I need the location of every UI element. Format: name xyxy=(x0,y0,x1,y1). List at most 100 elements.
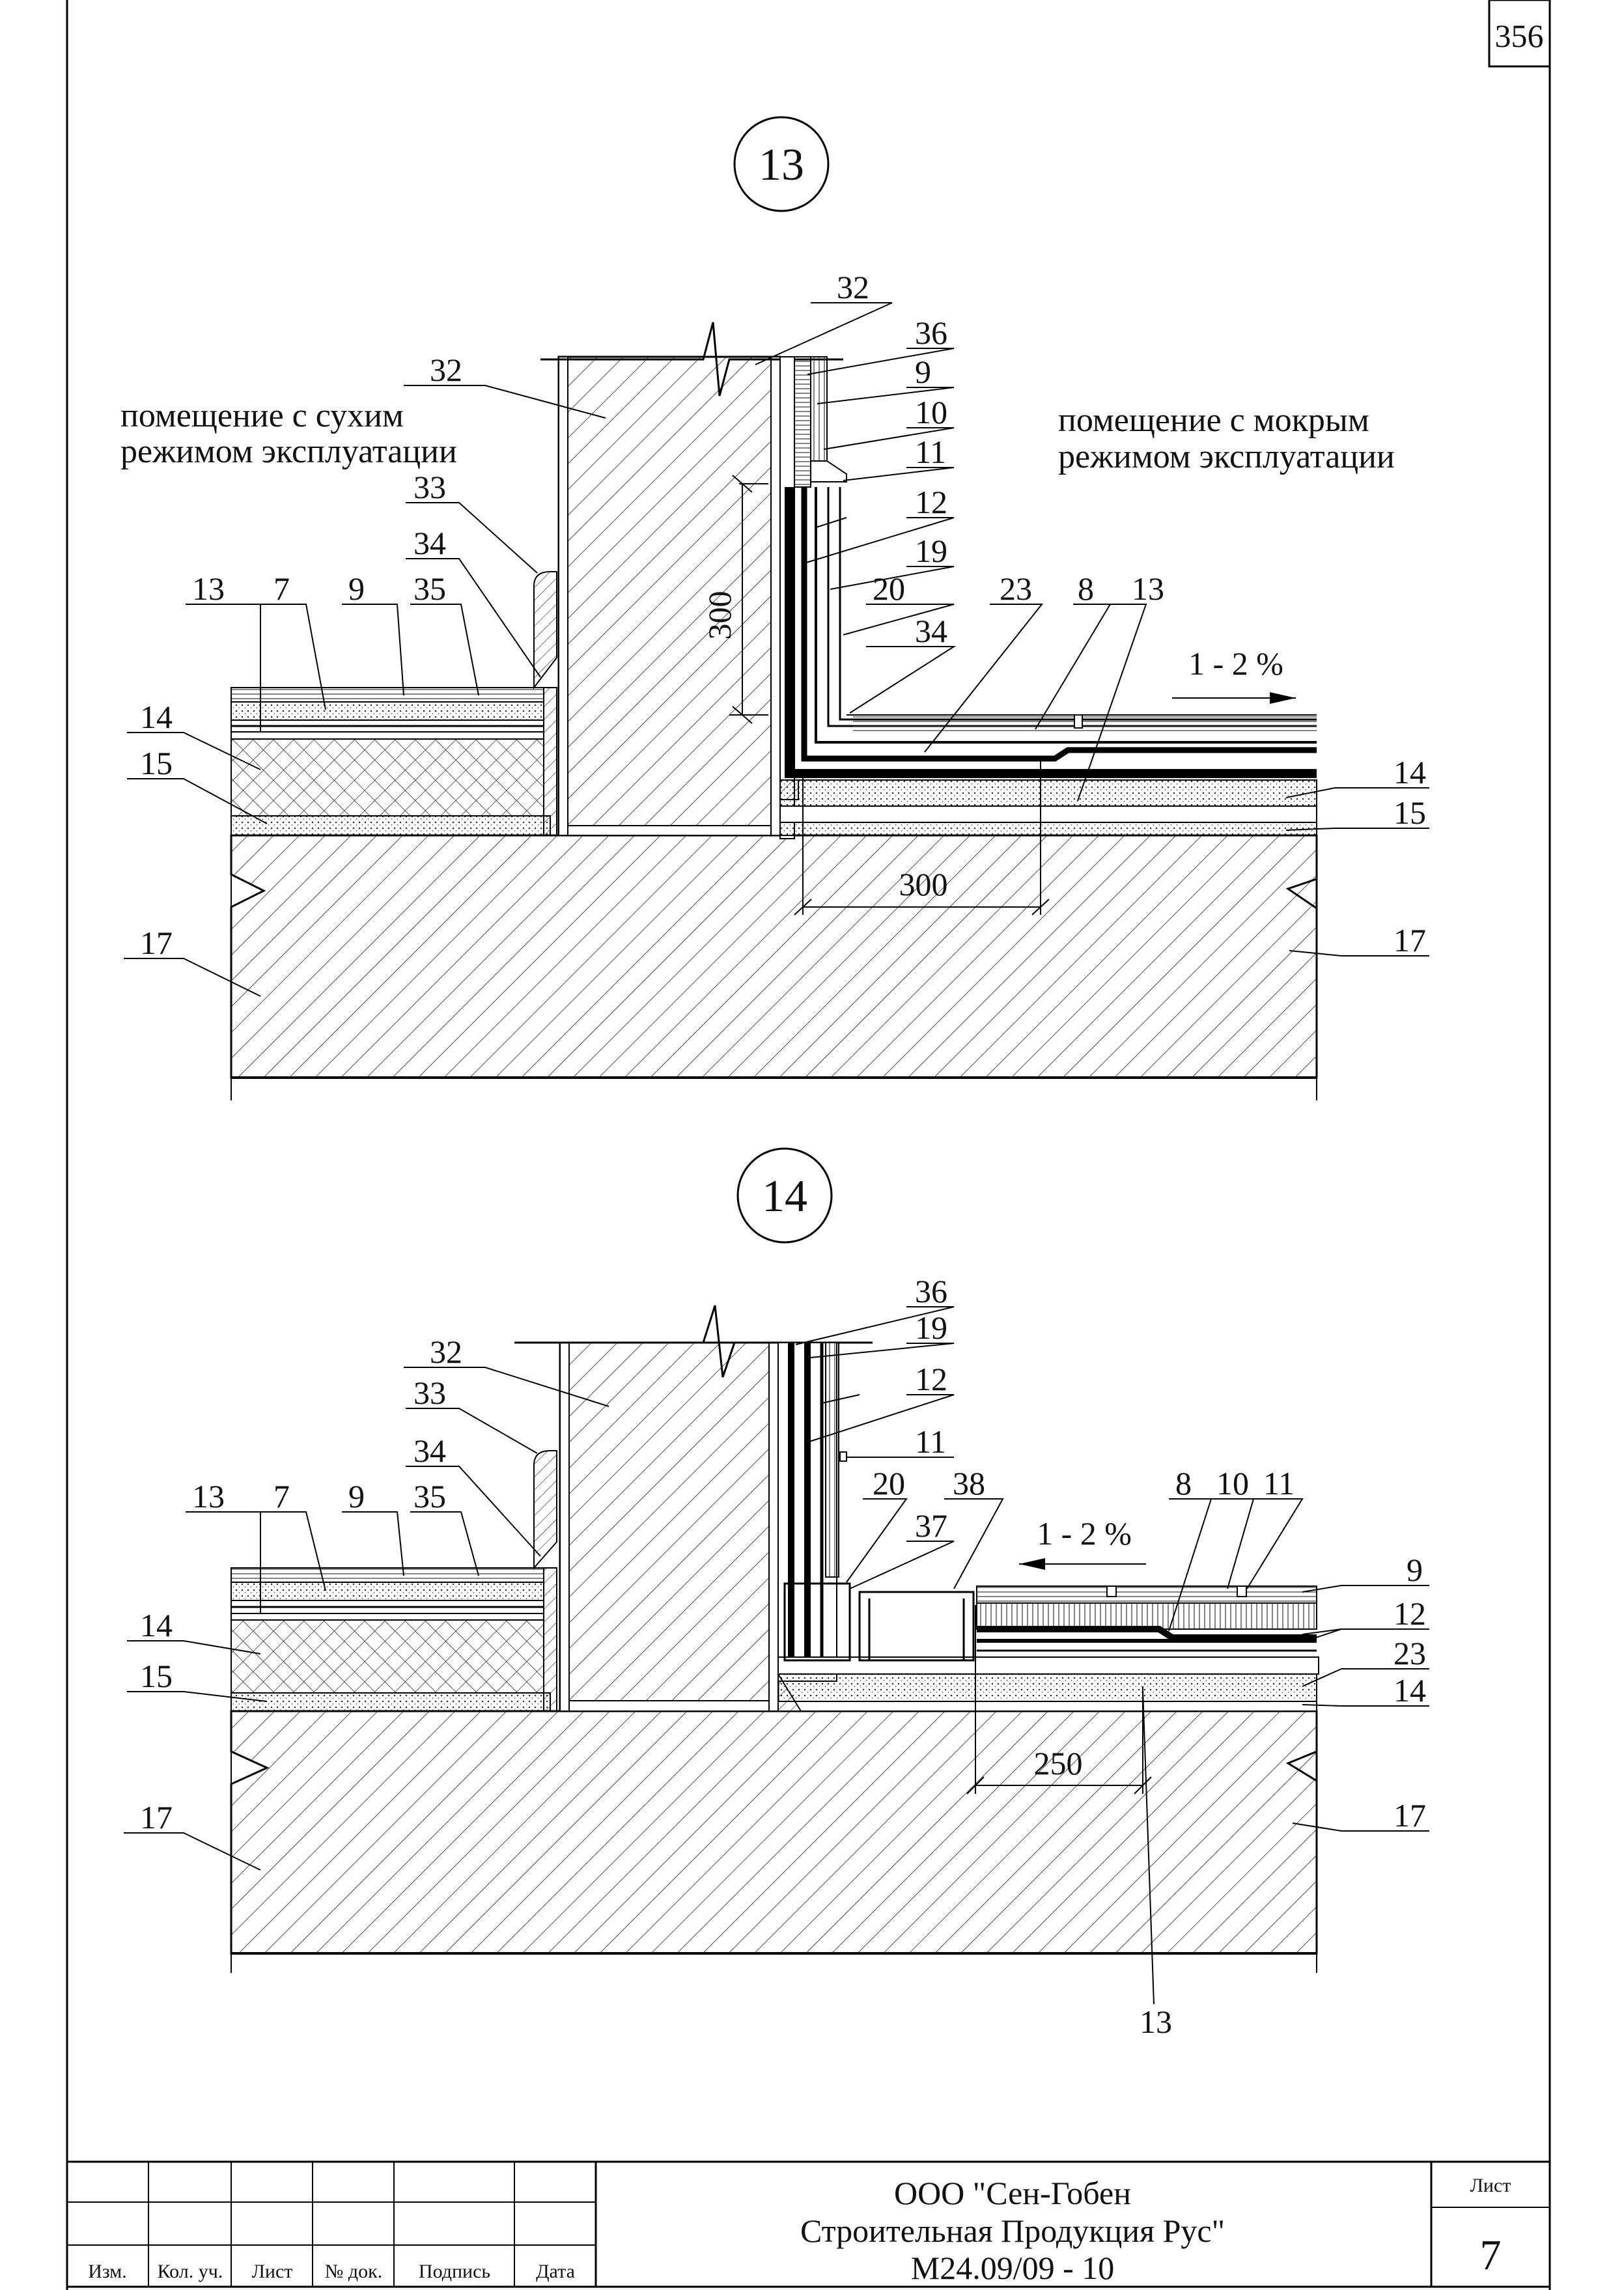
dry-room-caption-1: помещение с сухим xyxy=(120,397,404,434)
detail-13-marker xyxy=(733,116,830,212)
tile-9-floor xyxy=(976,1585,1317,1604)
sheet-label: Лист xyxy=(1470,2175,1511,2196)
insulation-14-left xyxy=(231,738,544,817)
label-38: 38 xyxy=(953,1465,985,1501)
label-14: 14 xyxy=(140,1607,173,1643)
label-14-right: 14 xyxy=(1393,1672,1426,1709)
label-36: 36 xyxy=(915,1273,947,1309)
col-kol-uch: Кол. уч. xyxy=(158,2261,223,2282)
dim-vertical-300: 300 xyxy=(701,591,738,640)
label-17: 17 xyxy=(140,1799,173,1836)
label-34-right: 34 xyxy=(915,613,947,649)
label-14: 14 xyxy=(140,699,173,735)
label-13-bottom: 13 xyxy=(1140,2004,1172,2040)
slope-arrow xyxy=(1019,1558,1146,1570)
sheet-frame xyxy=(66,0,1551,2290)
document-code: М24.09/09 - 10 xyxy=(911,2250,1115,2286)
screed-15-right xyxy=(779,822,1317,836)
label-12: 12 xyxy=(915,1361,947,1397)
label-36: 36 xyxy=(915,314,947,351)
detail-13: 13 xyxy=(120,116,1429,1100)
col-doc-no: № док. xyxy=(325,2261,382,2282)
label-17-right: 17 xyxy=(1393,922,1426,958)
concrete-slab-17 xyxy=(230,834,1318,1079)
label-37: 37 xyxy=(915,1507,947,1544)
label-32-top: 32 xyxy=(837,269,869,305)
label-10: 10 xyxy=(1216,1465,1249,1501)
skirting-33 xyxy=(533,571,557,690)
label-33: 33 xyxy=(413,1375,446,1411)
insulation-14-left xyxy=(231,1619,544,1694)
label-32: 32 xyxy=(430,352,462,388)
label-9: 9 xyxy=(348,1478,365,1515)
detail-14: 14 xyxy=(124,1147,1429,2040)
label-8: 8 xyxy=(1175,1465,1192,1501)
label-17-right: 17 xyxy=(1393,1797,1426,1834)
dimension-horizontal xyxy=(794,759,1050,915)
profile-37 xyxy=(783,1582,851,1662)
break-line xyxy=(540,322,843,397)
label-13: 13 xyxy=(192,570,225,607)
label-35: 35 xyxy=(413,1478,446,1515)
label-35: 35 xyxy=(413,570,446,607)
leaders-13 xyxy=(124,302,1429,997)
label-23: 23 xyxy=(1000,570,1032,607)
label-17: 17 xyxy=(140,925,173,961)
screed-23 xyxy=(777,1673,1317,1702)
break-line xyxy=(514,1305,873,1378)
membrane-12-floor xyxy=(977,1626,1317,1641)
dim-horizontal-250: 250 xyxy=(1034,1745,1083,1781)
tile-9-left xyxy=(231,687,544,703)
label-7: 7 xyxy=(273,570,290,607)
label-15-right: 15 xyxy=(1393,794,1426,831)
label-14-right: 14 xyxy=(1393,754,1426,790)
label-11: 11 xyxy=(915,434,946,470)
col-signature: Подпись xyxy=(419,2261,490,2282)
wall-32 xyxy=(559,1341,779,1712)
label-9-wall: 9 xyxy=(915,354,931,390)
company-line-2: Строительная Продукция Рус" xyxy=(800,2213,1225,2249)
detail-14-marker xyxy=(736,1147,833,1244)
drain-38 xyxy=(858,1591,975,1662)
col-date: Дата xyxy=(536,2261,575,2282)
screed-15-left xyxy=(231,815,551,836)
detail-13-number: 13 xyxy=(759,140,804,190)
wet-room-caption-2: режимом эксплуатации xyxy=(1058,438,1395,475)
leaders-14 xyxy=(124,1306,1429,2005)
company-line-1: ООО "Сен-Гобен xyxy=(894,2175,1131,2211)
label-23: 23 xyxy=(1393,1635,1426,1671)
wall-32 xyxy=(557,356,781,837)
dim-horizontal-300: 300 xyxy=(899,866,948,902)
label-8: 8 xyxy=(1078,570,1094,607)
concrete-slab-17 xyxy=(230,1710,1318,1955)
layer-7-left xyxy=(231,701,544,721)
screed-23-right xyxy=(779,779,1317,807)
title-block xyxy=(67,2160,1550,2287)
label-34: 34 xyxy=(413,525,446,561)
sheet-number: 7 xyxy=(1480,2231,1502,2279)
label-19: 19 xyxy=(915,533,947,569)
label-12-right: 12 xyxy=(1393,1595,1426,1632)
tile-9-wall xyxy=(794,356,811,488)
label-11: 11 xyxy=(915,1423,946,1460)
label-10: 10 xyxy=(915,394,947,430)
label-15: 15 xyxy=(140,1658,173,1694)
label-9-right: 9 xyxy=(1407,1552,1423,1588)
label-33: 33 xyxy=(413,469,446,505)
label-9: 9 xyxy=(348,570,365,607)
label-20: 20 xyxy=(873,570,905,607)
label-13: 13 xyxy=(192,1478,225,1515)
label-13-right: 13 xyxy=(1132,570,1164,607)
dry-room-caption-2: режимом эксплуатации xyxy=(120,433,457,470)
slope-label: 1 - 2 % xyxy=(1037,1515,1132,1552)
label-20: 20 xyxy=(873,1465,905,1501)
slope-label: 1 - 2 % xyxy=(1188,645,1283,682)
detail-14-number: 14 xyxy=(762,1171,807,1222)
label-11-right: 11 xyxy=(1263,1465,1295,1501)
col-izm: Изм. xyxy=(88,2261,127,2282)
page-number: 356 xyxy=(1495,18,1544,54)
label-34: 34 xyxy=(413,1432,446,1469)
damper-35 xyxy=(543,687,557,836)
wet-room-caption-1: помещение с мокрым xyxy=(1058,402,1369,439)
